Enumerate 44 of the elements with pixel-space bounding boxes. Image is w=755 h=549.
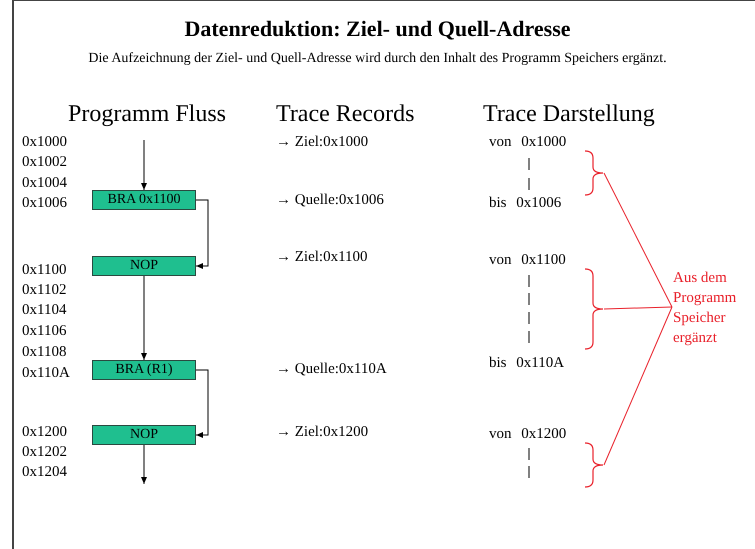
address-text: 0x1108 [22, 343, 66, 361]
annotation-text: Aus dem Programm Speicher ergänzt [673, 268, 753, 348]
address-text: 0x1200 [22, 423, 67, 441]
trace-record: → Quelle:0x110A [276, 360, 387, 378]
address-text: 0x1102 [22, 281, 66, 299]
arrow [196, 370, 208, 438]
instruction-box: BRA 0x1100 [92, 190, 196, 210]
arrow [141, 276, 147, 360]
subtitle: Die Aufzeichnung der Ziel- und Quell-Adresse wird durch den Inhalt des Programm Speichers ergänzt. [87, 50, 668, 68]
arrow [141, 140, 147, 190]
leader-line [604, 306, 672, 466]
trace-record: → Ziel:0x1100 [276, 248, 368, 266]
leader-line [604, 172, 672, 308]
trace-record: → Ziel:0x1000 [276, 133, 368, 151]
instruction-box: BRA (R1) [92, 360, 196, 380]
address-text: 0x1100 [22, 261, 66, 279]
address-text: 0x1006 [22, 194, 67, 212]
curly-brace [584, 442, 604, 488]
leader-line [604, 306, 672, 310]
address-text: 0x1204 [22, 463, 67, 481]
range-text: bis 0x1006 [489, 194, 562, 212]
address-text: 0x110A [22, 364, 70, 382]
address-text: 0x1104 [22, 301, 66, 319]
address-text: 0x1002 [22, 153, 67, 171]
range-text: von 0x1100 [489, 251, 566, 269]
address-text: 0x1106 [22, 322, 66, 340]
column-heading: Programm Fluss [68, 100, 226, 128]
range-text: von 0x1000 [489, 133, 566, 151]
address-text: 0x1004 [22, 174, 67, 192]
address-text: 0x1202 [22, 443, 67, 461]
arrow [196, 200, 208, 269]
column-heading: Trace Records [276, 100, 414, 128]
address-text: 0x1000 [22, 133, 67, 151]
arrow [141, 444, 147, 484]
trace-record: → Quelle:0x1006 [276, 191, 384, 209]
column-heading: Trace Darstellung [483, 100, 655, 128]
curly-brace [584, 268, 604, 350]
curly-brace [584, 150, 604, 196]
instruction-box: NOP [92, 256, 196, 276]
instruction-box: NOP [92, 425, 196, 445]
trace-record: → Ziel:0x1200 [276, 423, 368, 441]
slide-title: Datenreduktion: Ziel- und Quell-Adresse [183, 16, 572, 42]
range-text: von 0x1200 [489, 425, 566, 443]
range-text: bis 0x110A [489, 354, 564, 372]
